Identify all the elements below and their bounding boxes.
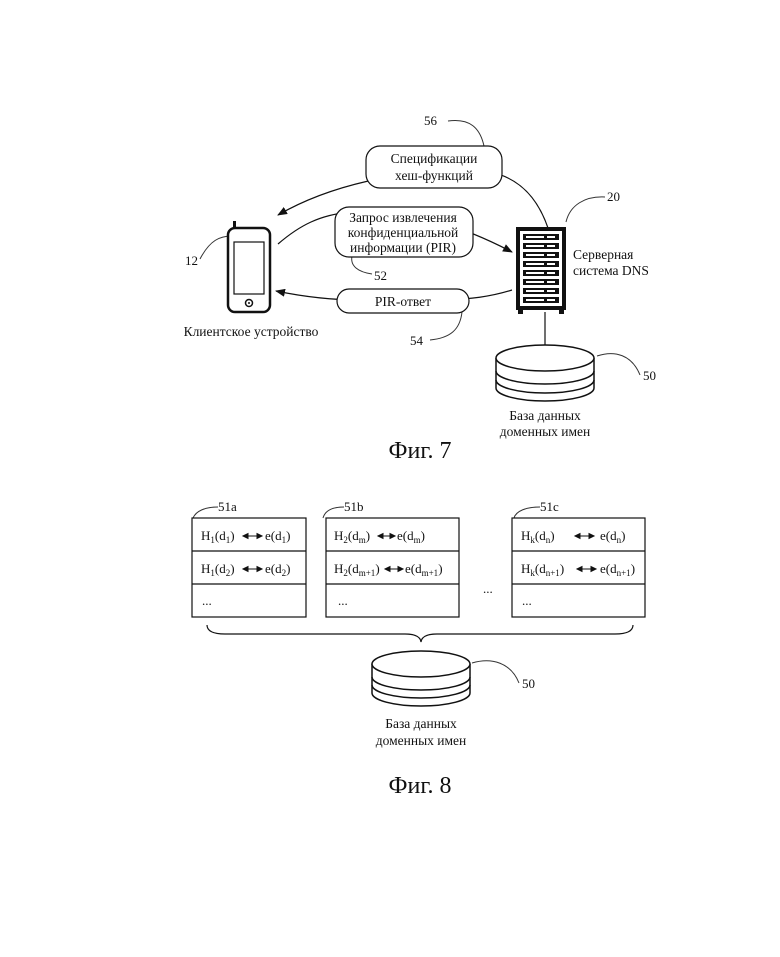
fig7-caption: Фиг. 7 — [389, 438, 452, 464]
leader-line-50-fig7 — [597, 354, 640, 375]
leader-line-51b — [323, 507, 344, 518]
leader-line-51a — [193, 507, 218, 518]
server-rack-icon — [516, 227, 566, 314]
grouping-brace — [207, 625, 633, 642]
client-device-label: Клиентское устройство — [184, 324, 319, 339]
table-more-row: ... — [522, 593, 532, 608]
figure-8: 51a 51b 51c H1(d1) e(d1) H1(d2) e(d2) ..… — [192, 499, 645, 799]
db-label-line-2: доменных имен — [376, 733, 467, 748]
table-more-row: ... — [202, 593, 212, 608]
leader-line-52 — [352, 256, 372, 274]
svg-text:H1(d2): H1(d2) — [201, 561, 235, 578]
server-label-line-1: Серверная — [573, 247, 633, 262]
pir-response-label: PIR-ответ — [375, 294, 431, 309]
ref-50-fig7: 50 — [643, 368, 656, 383]
fig8-caption: Фиг. 8 — [389, 773, 452, 799]
db-label-line-2: доменных имен — [500, 424, 591, 439]
leader-line-51c — [514, 507, 540, 518]
figure-7: Спецификации хеш-функций Запрос извлечен… — [184, 113, 656, 464]
table-51b: H2(dm) e(dm) H2(dm+1) e(dm+1) ... — [326, 518, 459, 617]
client-phone-icon — [228, 221, 270, 312]
svg-text:Hk(dn): Hk(dn) — [521, 528, 555, 545]
pir-request-line-3: информации (PIR) — [350, 240, 456, 255]
ref-54: 54 — [410, 333, 424, 348]
ref-56: 56 — [424, 113, 438, 128]
svg-text:e(d2): e(d2) — [265, 561, 290, 578]
ref-51c: 51c — [540, 499, 559, 514]
db-label-line-1: База данных — [385, 716, 457, 731]
table-51c: Hk(dn) e(dn) Hk(dn+1) e(dn+1) ... — [512, 518, 645, 617]
database-icon — [496, 345, 594, 401]
ref-50-fig8: 50 — [522, 676, 535, 691]
db-label-line-1: База данных — [509, 408, 581, 423]
pir-request-line-1: Запрос извлечения — [349, 210, 457, 225]
svg-text:e(d1): e(d1) — [265, 528, 290, 545]
ref-51b: 51b — [344, 499, 364, 514]
table-51a: H1(d1) e(d1) H1(d2) e(d2) ... — [192, 518, 306, 617]
ref-52: 52 — [374, 268, 387, 283]
ref-51a: 51a — [218, 499, 237, 514]
hash-spec-line-1: Спецификации — [391, 151, 478, 166]
ref-12: 12 — [185, 253, 198, 268]
leader-line-54 — [430, 312, 462, 340]
tables-ellipsis: ... — [483, 581, 493, 596]
server-label-line-2: система DNS — [573, 263, 649, 278]
leader-line-50-fig8 — [472, 661, 519, 683]
leader-line-56 — [448, 120, 484, 146]
svg-text:e(dm): e(dm) — [397, 528, 425, 545]
leader-line-20 — [566, 197, 605, 222]
pir-request-line-2: конфиденциальной — [348, 225, 459, 240]
hash-spec-line-2: хеш-функций — [395, 168, 473, 183]
table-more-row: ... — [338, 593, 348, 608]
svg-text:e(dn): e(dn) — [600, 528, 625, 545]
ref-20: 20 — [607, 189, 620, 204]
database-icon — [372, 651, 470, 706]
svg-text:H1(d1): H1(d1) — [201, 528, 235, 545]
